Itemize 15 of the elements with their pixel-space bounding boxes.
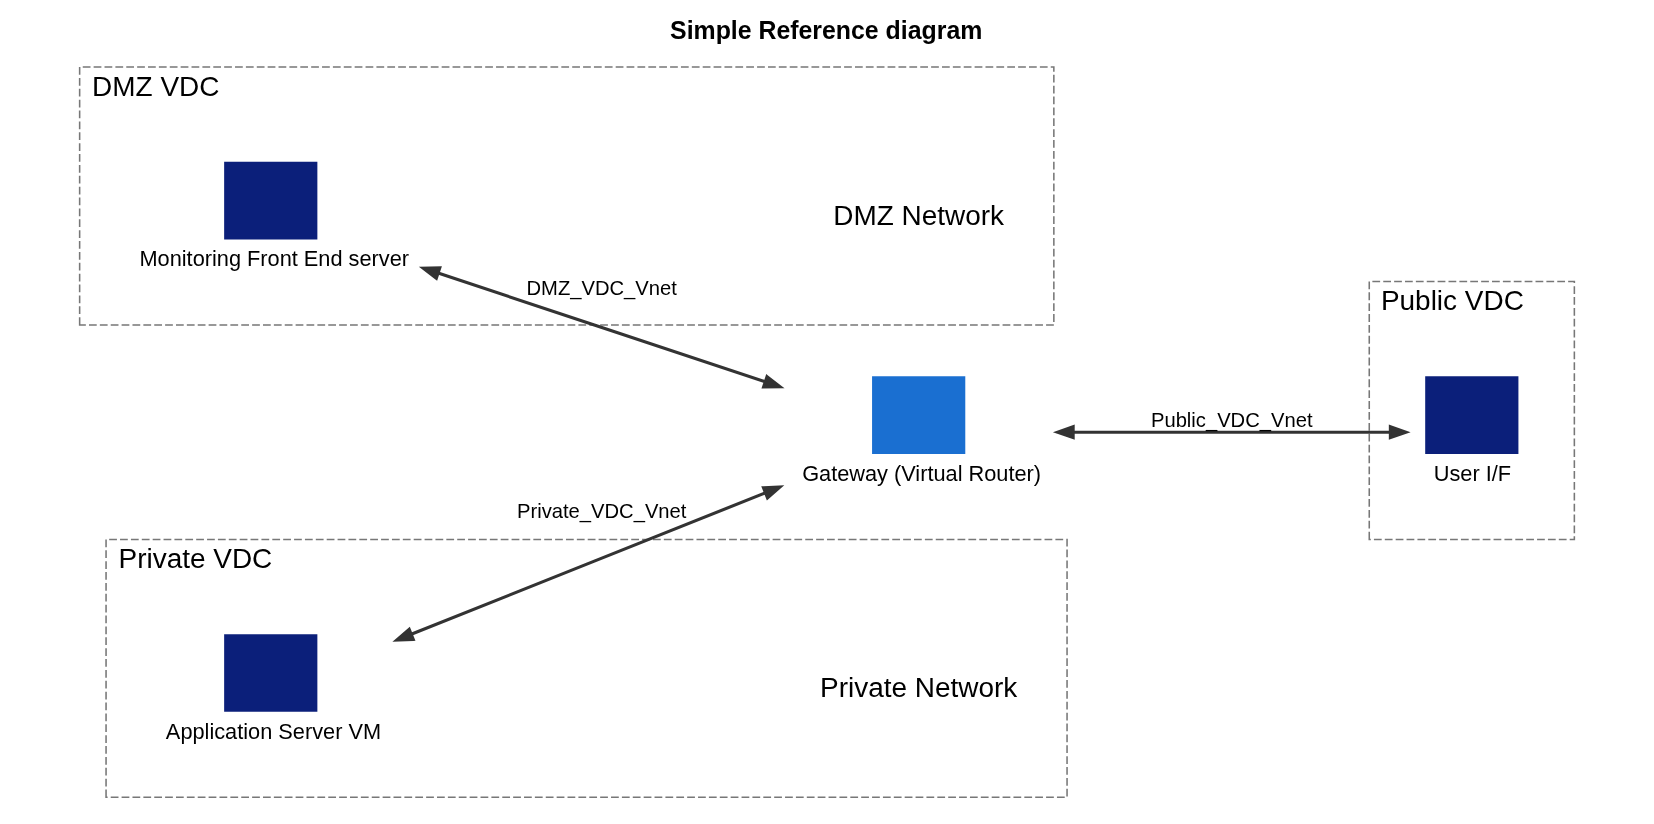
edge-label: DMZ_VDC_Vnet [526, 276, 677, 299]
node-label: Monitoring Front End server [139, 246, 410, 272]
arrow [1052, 424, 1411, 440]
edge-label: Public_VDC_Vnet [1150, 408, 1313, 431]
node-box [872, 376, 966, 454]
node-label: User I/F [1433, 460, 1512, 486]
node-label: Application Server VM [165, 718, 382, 744]
node-box [1425, 376, 1519, 454]
diagram-title: Simple Reference diagram [670, 15, 983, 44]
edge-label: Private_VDC_Vnet [516, 500, 687, 523]
node-box [224, 634, 318, 712]
node-box [224, 161, 318, 240]
arrow [392, 485, 785, 642]
arrow [418, 266, 785, 389]
node-label: Gateway (Virtual Router) [802, 460, 1042, 486]
